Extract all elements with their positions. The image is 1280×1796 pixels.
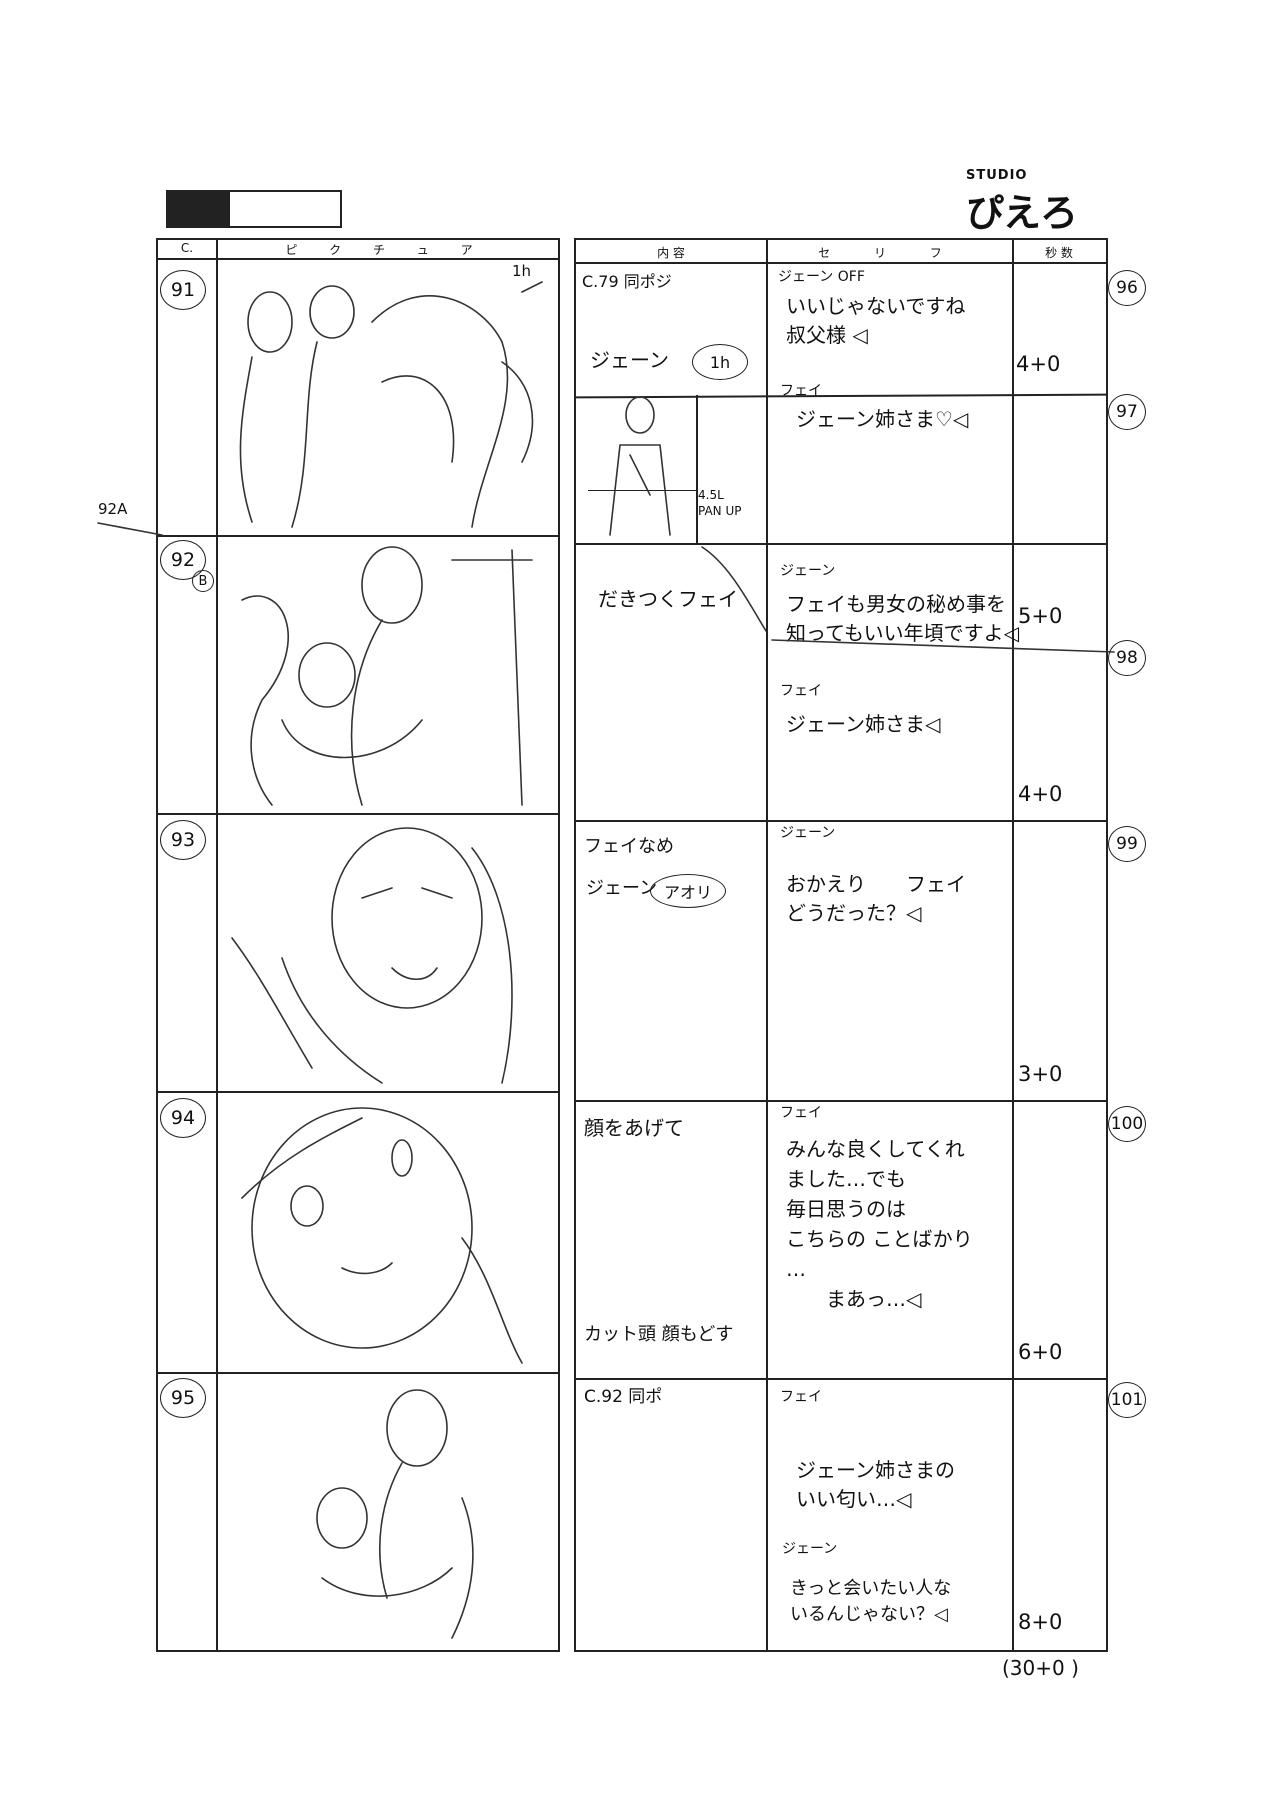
angle-circle: アオリ [650, 874, 726, 908]
speaker: フェイ [780, 683, 822, 699]
studio-logo-small: STUDIO [966, 168, 1028, 183]
dialogue-text: いいじゃないですね 叔父様 ◁ [786, 294, 966, 347]
speaker: フェイ [780, 1105, 822, 1121]
seconds: 6+0 [1018, 1340, 1063, 1364]
sketch-cut-94 [241, 1107, 523, 1364]
cut-number: 95 [160, 1378, 206, 1418]
col-picture-header: ピ ク チ ュ ア [285, 243, 487, 257]
speaker: ジェーン [782, 1541, 838, 1557]
title-box [166, 190, 342, 228]
sketch-cut-91 [239, 281, 543, 528]
dialogue-text: ジェーン姉さま♡◁ [796, 407, 969, 431]
sketch-cut-95 [316, 1389, 474, 1639]
col-seconds-header: 秒 数 [1045, 246, 1073, 260]
page-number: 101 [1108, 1382, 1146, 1418]
cut-suffix: B [192, 570, 214, 592]
content-text: ジェーン [590, 348, 669, 372]
lens-circle: 1h [692, 344, 748, 380]
col-dialogue-header: セ リ フ [818, 246, 962, 260]
dialogue-text: みんな良くしてくれ ました…でも 毎日思うのは こちらの ことばかり … まあっ… [786, 1137, 973, 1311]
content-text: フェイなめ [584, 836, 674, 857]
content-text: 顔をあげて [584, 1116, 684, 1140]
page-number: 100 [1108, 1106, 1146, 1142]
content-text: カット頭 顔もどす [584, 1324, 734, 1345]
sketch-cut-92 [241, 546, 533, 806]
cut-92a-label: 92A [98, 500, 128, 518]
dialogue-text: きっと会いたい人な いるんじゃない？◁ [790, 1578, 952, 1626]
seconds: 4+0 [1016, 352, 1061, 376]
total-seconds: (30+0 ) [1002, 1656, 1079, 1680]
page-number: 99 [1108, 826, 1146, 862]
dialogue-text: ジェーン姉さま◁ [786, 712, 941, 736]
dialogue-text: ジェーン姉さまの いい匂い…◁ [796, 1458, 955, 1511]
seconds: 5+0 [1018, 604, 1063, 628]
script-table [574, 238, 1108, 1652]
sketch-cut-93 [231, 827, 513, 1084]
col-content-header: 内 容 [657, 246, 685, 260]
content-text: C.79 同ポジ [582, 272, 672, 291]
seconds: 3+0 [1018, 1062, 1063, 1086]
speaker: フェイ [780, 1389, 822, 1405]
cut-number: 92 [160, 540, 206, 580]
content-text: C.92 同ポ [584, 1387, 663, 1407]
title-box-fill [168, 192, 230, 226]
speaker: ジェーン OFF [778, 269, 865, 285]
content-text: だきつくフェイ [598, 587, 738, 611]
seconds: 4+0 [1018, 782, 1063, 806]
sketch-layout-jane [609, 396, 671, 536]
content-text: ジェーン [586, 878, 658, 899]
page-number: 96 [1108, 270, 1146, 306]
dialogue-text: フェイも男女の秘め事を 知ってもいい年頃ですよ◁ [786, 592, 1019, 645]
speaker: ジェーン [780, 825, 836, 841]
pan-note: 4.5L PAN UP [698, 488, 742, 518]
frame-tag: 1h [512, 262, 532, 280]
page-number: 97 [1108, 394, 1146, 430]
studio-logo: ぴえろ [966, 191, 1078, 235]
cut-number: 94 [160, 1098, 206, 1138]
cut-number: 93 [160, 820, 206, 860]
page-number: 98 [1108, 640, 1146, 676]
cut-number: 91 [160, 270, 206, 310]
picture-table [156, 238, 560, 1652]
speaker: ジェーン [780, 563, 836, 579]
col-cut-header: C. [180, 241, 194, 255]
seconds: 8+0 [1018, 1610, 1063, 1634]
dialogue-text: おかえり フェイ どうだった？◁ [786, 872, 966, 925]
speaker: フェイ [780, 383, 822, 399]
